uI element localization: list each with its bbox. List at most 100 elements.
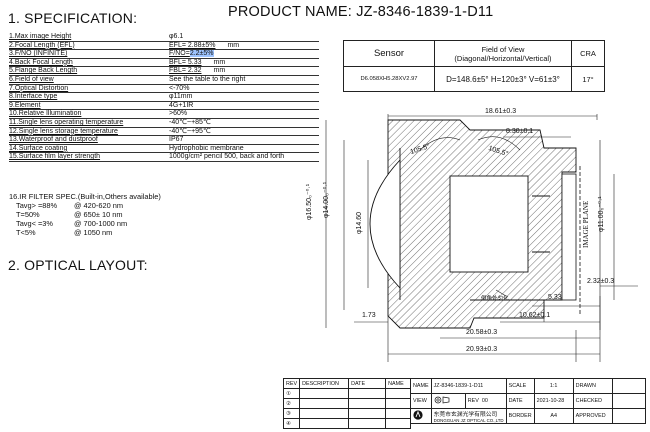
dim-5-33-label: 5.33 [548,294,562,301]
dim-10-62-label: 10.62±0.1 [519,312,551,319]
spec-underline [9,92,319,94]
spec-underline [9,40,319,42]
drawn-label: DRAWN [572,378,613,394]
bottom-dims [354,285,638,362]
spec-row: 15.Surface film layer strength 1000g/cm² … [9,153,319,162]
projection-icon [430,393,466,409]
spec-value: 4G+1IR [169,101,194,109]
chamfer-note: 倒角处匀化 [481,296,509,302]
spec-label: 1.Max image Height [9,33,72,40]
spec-value-prefix: BFL= 5.33 [169,58,202,66]
dim-2-32-label: 2.32±0.3 [587,278,615,285]
scale-key: SCALE [505,378,535,394]
spec-underline [9,83,319,85]
spec-value-prefix: F/NO= [169,50,190,58]
ir-filter-key: Tavg< =3% [16,219,53,228]
spec-label: 7.Optical Distortion [9,84,69,92]
lens-housing [369,119,577,329]
checked-label: CHECKED [572,393,613,409]
rev-4: ④ [282,418,301,429]
spec-label: 9.Element [9,101,41,109]
spec-row: 2.Focal Length (EFL) EFL= 2.88±5%mm [9,42,319,51]
border-key: BORDER [505,408,535,424]
image-plane-label: IMAGE PLANE [582,200,590,248]
spec-row: 4.Back Focal Length BFL= 5.33 mm [9,59,319,68]
spec-row: 11.Single lens operating temperature -40℃… [9,119,319,128]
fov-header-line2: (Diagonal/Horizontal/Vertical) [454,53,552,63]
spec-row: 12.Single lens storage temperature-40℃~+… [9,128,319,137]
cra-header: CRA [571,40,605,67]
name-value: JZ-8346-1839-1-D11 [430,378,507,394]
spec-row: 3.F/NO (INFINITE) F/NO=2.2±5% [9,50,319,59]
ir-filter-value: @ 1050 nm [74,228,113,237]
spec-row: 7.Optical Distortion <-70% [9,85,319,94]
view-key: VIEW [410,393,432,409]
spec-label: 10.Relative Illumination [9,110,82,118]
spec-underline [9,66,319,68]
angle-arcs [419,136,521,151]
dim-1-73-label: 1.73 [362,312,376,319]
rev2-value: 00 [481,398,488,404]
company-name-cn: 东莞市玄渊光学有限公司 [433,412,498,418]
spec-value-prefix: FBL= 2.32 [169,67,202,75]
spec-value: <-70% [169,84,190,92]
spec-row: 9.Element 4G+1IR [9,102,319,111]
spec-value: 1000g/cm² pencil 500, back and forth [169,153,285,161]
dia-16-50-label: φ16.50₀⁻⁰·¹ [306,183,313,220]
spec-value: -40℃~+85℃ [169,119,211,126]
spec-label: 2.Focal Length (EFL) [9,41,75,49]
revision-table: REV DESCRIPTION DATE NAME ① ② ③ ④ [282,378,412,429]
dia-11-00-label: φ11.00₀⁻⁰·¹ [598,196,605,232]
spec-value: IP67 [169,136,184,144]
spec-underline [9,126,319,128]
approved-label: APPROVED [572,408,613,424]
cra-value: 17° [571,66,605,92]
fov-value: D=148.6±5° H=120±3° V=61±3° [434,66,572,92]
name-key: NAME [410,378,432,394]
spec-underline [9,143,319,145]
spec-value-highlight: 2.2±5% [189,50,214,58]
dim-18-61-label: 18.61±0.3 [485,108,517,115]
ir-filter-value: @ 700-1000 nm [74,219,128,228]
info-table: NAME JZ-8346-1839-1-D11 SCALE 1:1 DRAWN … [410,378,646,424]
scale-value: 1:1 [533,378,574,394]
fov-header: Field of View (Diagonal/Horizontal/Verti… [434,40,572,67]
spec-underline [9,74,319,76]
ir-filter-heading: 16.IR FILTER SPEC.(Built-in,Others avail… [9,192,161,201]
spec-label: 5.Flange Back Length [9,67,78,75]
spec-underline [9,160,319,162]
spec-value: F/NO=2.2±5% [169,50,214,59]
spec-label: 8.Interface type [9,93,58,101]
date-header: DATE [348,378,387,389]
spec-label: 4.Back Focal Length [9,58,73,66]
dim-18-61 [387,114,598,120]
rev-2: ② [282,398,301,409]
spec-value-unit: mm [213,58,226,66]
spec-value-unit: mm [227,41,240,49]
spec-underline [9,49,319,51]
spec-value: φ11mm [169,93,193,101]
ir-filter-value: @ 650± 10 nm [74,210,123,219]
rear-mount [561,166,581,314]
product-title: PRODUCT NAME: JZ-8346-1839-1-D11 [228,4,494,20]
company-name-en: DONGGUAN JZ OPTICAL CO.,LTD [433,418,504,423]
spec-label: 15.Surface film layer strength [9,153,101,161]
spec-underline [9,152,319,154]
spec-underline [9,57,319,59]
spec-value: EFL= 2.88±5%mm [169,42,239,51]
spec-underline [9,109,319,111]
rev-header: REV [282,378,301,389]
spec-label: 11.Single lens operating temperature [9,119,124,126]
spec-value: BFL= 5.33 mm [169,59,225,68]
ir-filter-value: @ 420-620 nm [74,201,123,210]
spec-label: 3.F/NO (INFINITE) [9,50,68,58]
rev-3: ③ [282,408,301,419]
spec-label: 13.Waterproof and dustproof [9,136,98,144]
rev-1: ① [282,388,301,399]
name-header: NAME [385,378,412,389]
